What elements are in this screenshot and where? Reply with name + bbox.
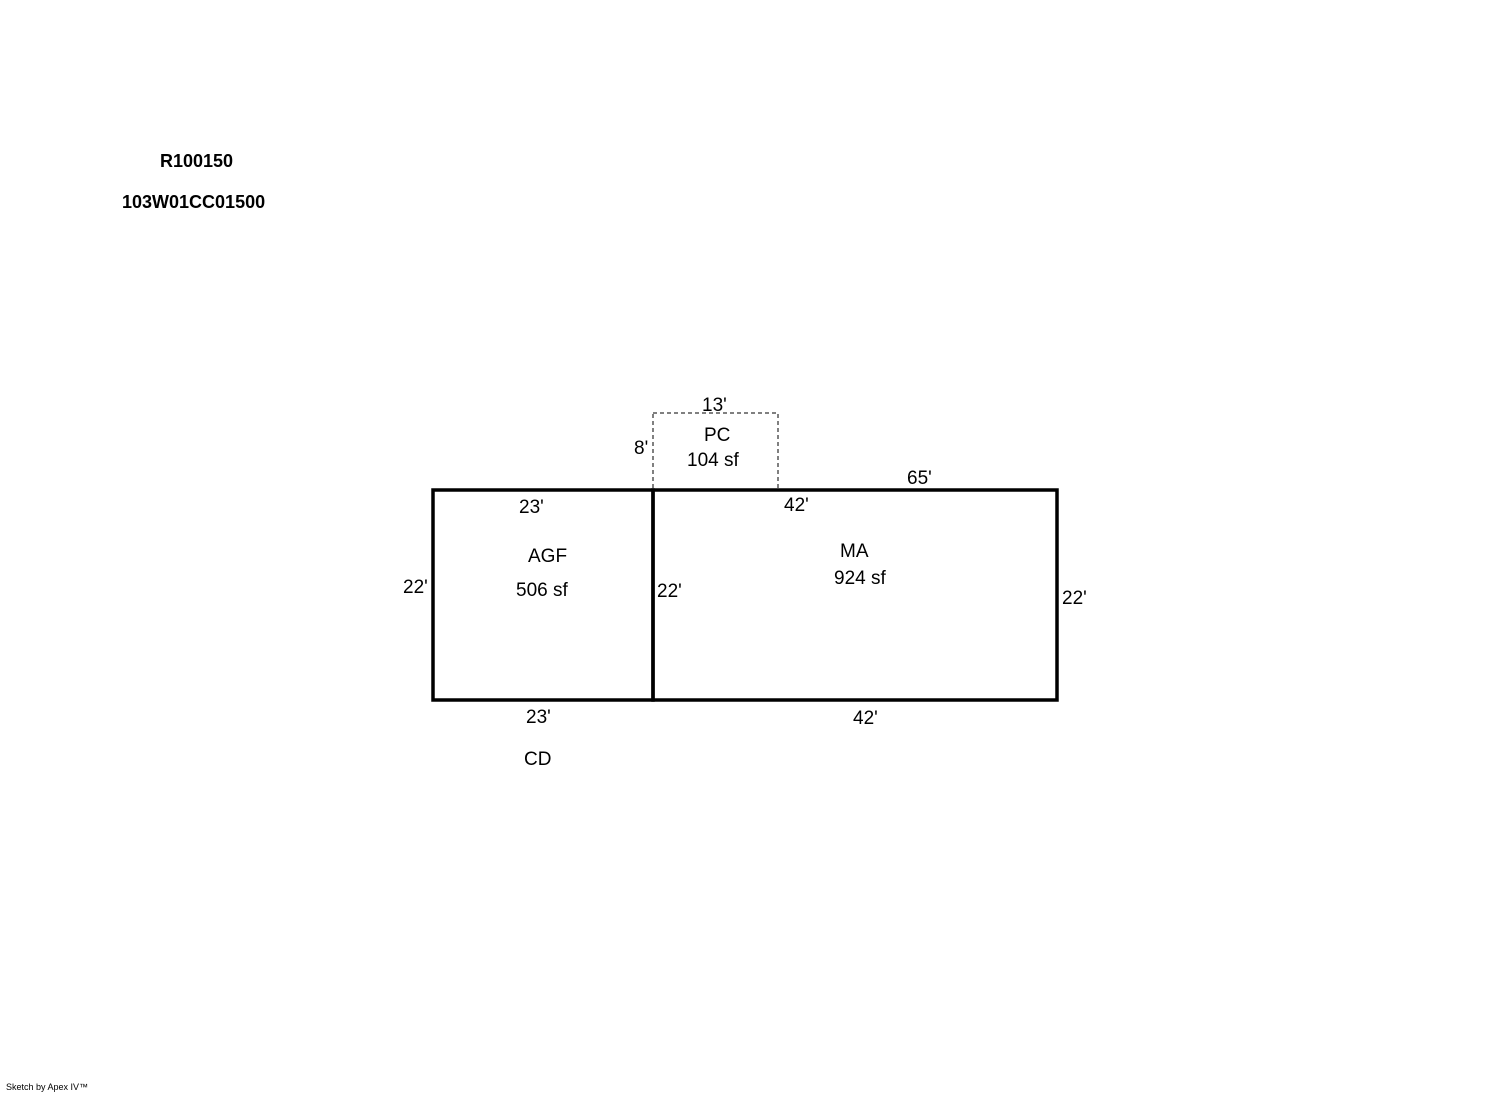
account-number: R100150 [160,151,234,171]
dim-pc-top: 13' [702,395,727,416]
dim-ma-top-total: 65' [907,468,932,489]
ma-code-label: MA [840,541,869,562]
dim-pc-left: 8' [634,438,648,459]
ma-area-label: 924 sf [834,568,886,589]
pc-area-label: 104 sf [687,450,739,471]
agf-area-label: 506 sf [516,580,568,601]
agf-code-label: AGF [528,546,567,567]
parcel-number: 103W01CC01500 [122,192,266,212]
ma-outline [651,488,1059,702]
cd-label: CD [524,749,551,770]
dim-ma-right: 22' [1062,588,1087,609]
dim-divider: 22' [657,581,682,602]
dim-ma-bottom: 42' [853,708,878,729]
dim-agf-bottom: 23' [526,707,551,728]
dim-ma-top-inner: 42' [784,495,809,516]
dim-agf-left: 22' [403,577,428,598]
dim-agf-top: 23' [519,497,544,518]
sketch-credit: Sketch by Apex IV™ [6,1082,89,1092]
pc-code-label: PC [704,425,730,446]
pc-outline [652,412,779,491]
